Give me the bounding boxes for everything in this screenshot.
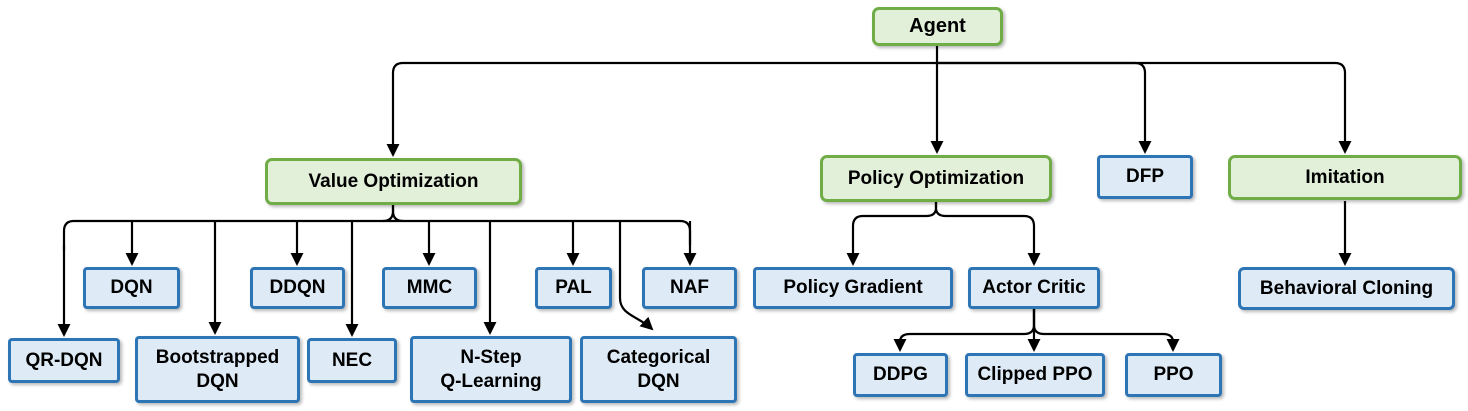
node-ddqn: DDQN [250,267,345,309]
node-dqn: DQN [83,267,180,309]
node-pal: PAL [535,267,612,309]
node-value-optimization: Value Optimization [265,158,522,205]
node-qr-dqn: QR-DQN [8,338,120,383]
connector-actor-critic-children [893,309,1180,352]
node-ddpg: DDPG [853,353,948,397]
node-ppo: PPO [1125,353,1222,397]
node-policy-gradient: Policy Gradient [753,267,953,309]
node-n-step-q-learning: N-Step Q-Learning [410,336,572,403]
node-bootstrapped-dqn: Bootstrapped DQN [135,336,300,403]
node-behavioral-cloning: Behavioral Cloning [1238,267,1455,310]
node-actor-critic: Actor Critic [968,267,1100,309]
node-mmc: MMC [382,267,477,309]
node-clipped-ppo: Clipped PPO [965,353,1105,397]
node-categorical-dqn: Categorical DQN [580,336,737,403]
node-imitation: Imitation [1228,155,1462,200]
node-policy-optimization: Policy Optimization [820,155,1052,202]
node-agent: Agent [872,7,1003,46]
connector-value-optimization-children [57,205,697,337]
node-nec: NEC [307,338,397,383]
node-dfp: DFP [1097,155,1193,199]
connector-agent-children [386,46,1352,157]
node-naf: NAF [642,267,737,309]
connector-policy-optimization-children [846,202,1041,266]
